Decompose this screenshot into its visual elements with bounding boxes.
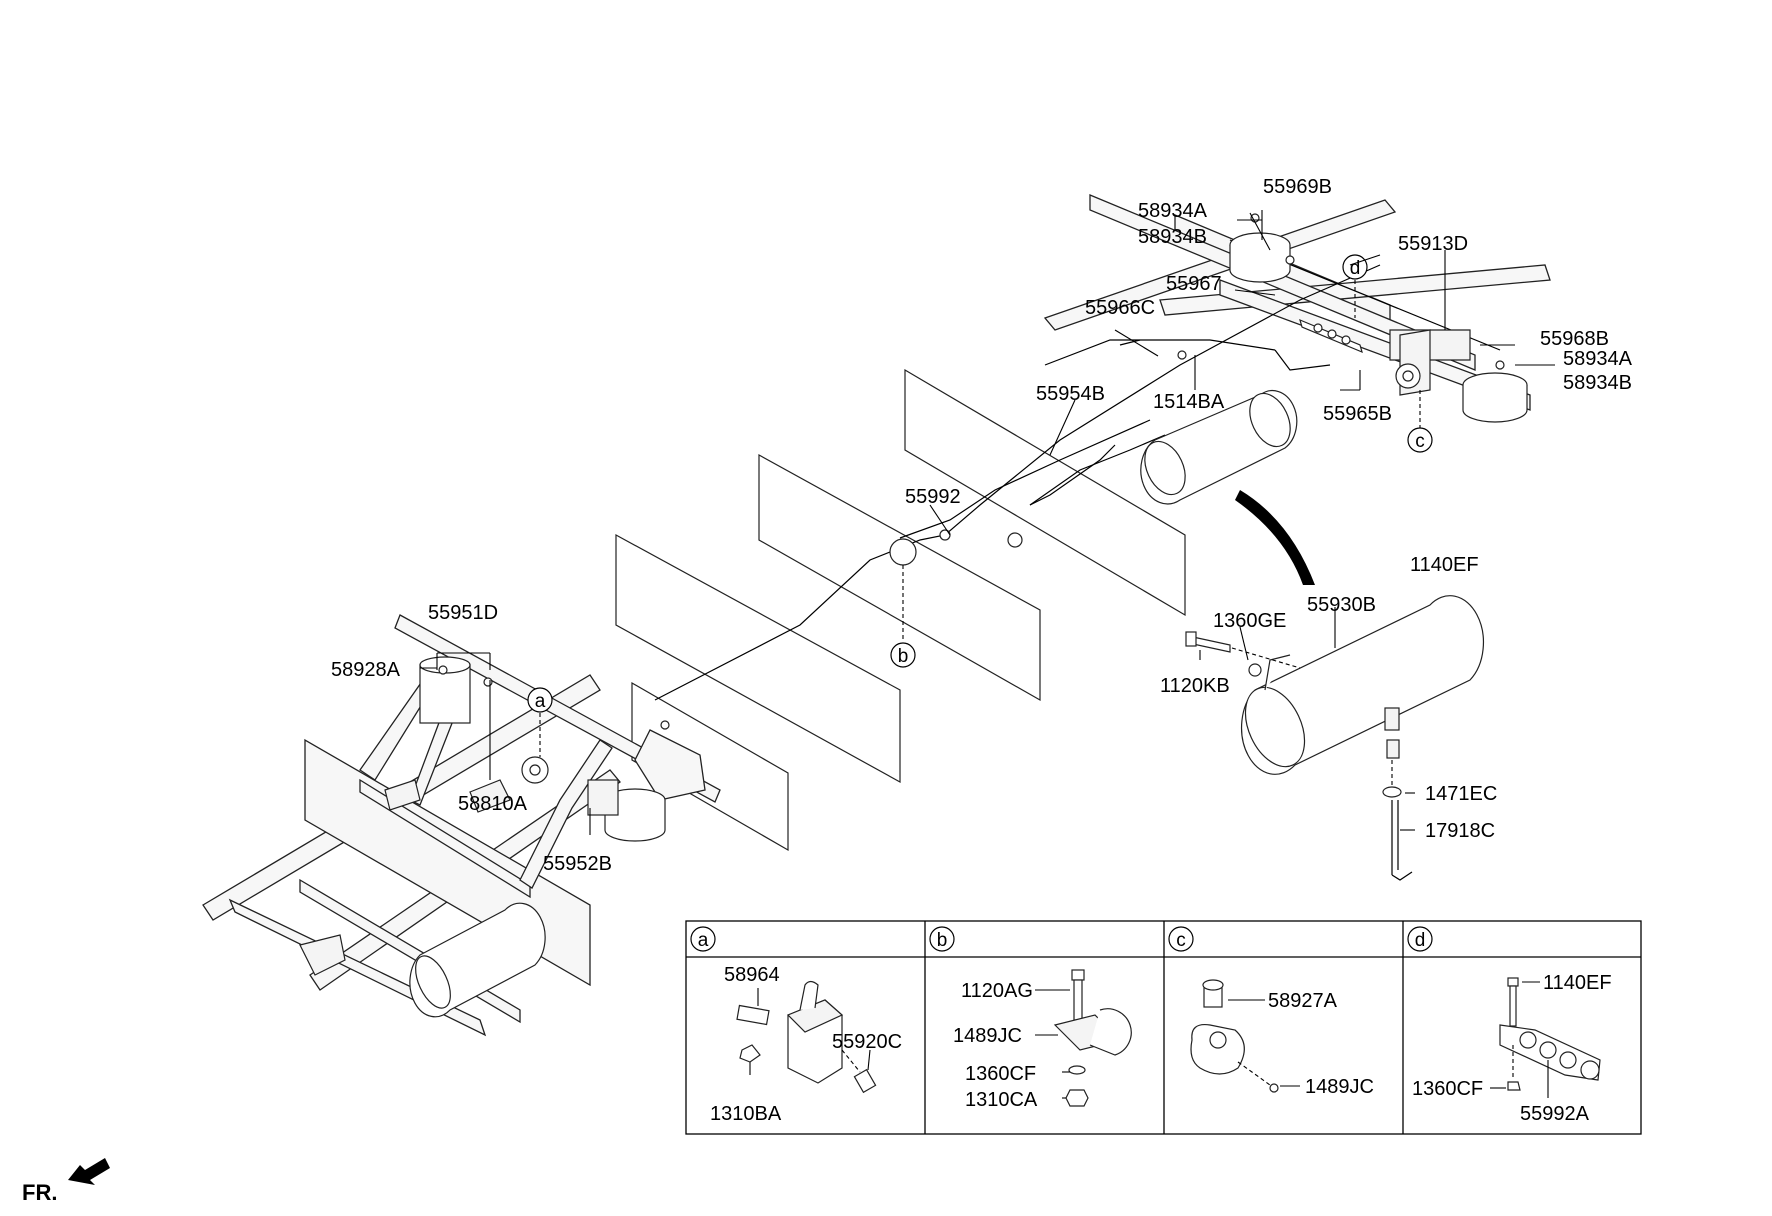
detail-table: a 58964 55920C 1310BA b bbox=[685, 920, 1642, 1135]
callout-b bbox=[890, 642, 916, 668]
label-1310CA: 1310CA bbox=[965, 1089, 1038, 1111]
quick-release-valve bbox=[521, 756, 549, 784]
heat-shield-panels bbox=[615, 368, 1186, 852]
label-1471EC: 1471EC bbox=[1425, 783, 1497, 805]
label-55951D: 55951D bbox=[428, 602, 498, 624]
label-1360GE: 1360GE bbox=[1213, 610, 1286, 632]
label-58934B-right: 58934B bbox=[1563, 372, 1632, 394]
svg-text:c: c bbox=[1176, 930, 1186, 951]
leveling-valve bbox=[1395, 363, 1421, 389]
front-air-spring bbox=[587, 779, 666, 842]
label-55930B: 55930B bbox=[1307, 594, 1376, 616]
label-58934A-right: 58934A bbox=[1563, 348, 1633, 370]
front-frame-assembly bbox=[202, 614, 721, 1037]
svg-text:b: b bbox=[898, 646, 909, 667]
svg-text:b: b bbox=[937, 930, 948, 951]
detail-panel-c: c 58927A 1489JC bbox=[1168, 926, 1374, 1098]
label-1489JC: 1489JC bbox=[953, 1025, 1022, 1047]
svg-text:c: c bbox=[1415, 431, 1425, 452]
front-indicator: FR. bbox=[22, 1158, 110, 1205]
air-lines bbox=[654, 264, 1381, 701]
manifold-block-frame bbox=[1299, 318, 1363, 354]
air-spring-left bbox=[1229, 232, 1291, 283]
detail-panel-b: b 1120AG 1489JC 1360CF 1310CA bbox=[929, 926, 1132, 1111]
washer-icon bbox=[1248, 663, 1262, 677]
label-17918C: 17918C bbox=[1425, 820, 1495, 842]
label-55920C: 55920C bbox=[832, 1031, 902, 1053]
rear-frame-assembly bbox=[1043, 194, 1551, 423]
part-labels: 55969B 58934A 58934B 55913D 55967 55966C… bbox=[331, 176, 1633, 875]
callout-c bbox=[1407, 427, 1433, 453]
air-spring-right bbox=[1462, 372, 1528, 423]
drain-cock bbox=[1382, 786, 1413, 881]
air-tank-exploded bbox=[1185, 595, 1485, 881]
label-1140EF: 1140EF bbox=[1410, 554, 1479, 576]
detail-panel-a: a 58964 55920C 1310BA bbox=[690, 926, 902, 1125]
label-1120KB: 1120KB bbox=[1160, 675, 1230, 697]
callout-a bbox=[527, 687, 553, 713]
callouts-main: a b c d bbox=[527, 254, 1433, 757]
label-58810A: 58810A bbox=[458, 793, 528, 815]
label-55969B: 55969B bbox=[1263, 176, 1332, 198]
label-58928A: 58928A bbox=[331, 659, 401, 681]
label-58927A: 58927A bbox=[1268, 990, 1338, 1012]
label-55913D: 55913D bbox=[1398, 233, 1468, 255]
label-1489JC-c: 1489JC bbox=[1305, 1076, 1374, 1098]
label-55965B: 55965B bbox=[1323, 403, 1392, 425]
detail-panel-d: d 1140EF 1360CF 55992A bbox=[1407, 926, 1612, 1125]
label-55966C: 55966C bbox=[1085, 297, 1155, 319]
label-58964: 58964 bbox=[724, 964, 780, 986]
label-58934B-top: 58934B bbox=[1138, 226, 1207, 248]
front-label: FR. bbox=[22, 1180, 57, 1205]
label-58934A-top: 58934A bbox=[1138, 200, 1208, 222]
front-arrow-icon bbox=[68, 1158, 110, 1185]
label-1360CF: 1360CF bbox=[965, 1063, 1036, 1085]
label-55968B: 55968B bbox=[1540, 328, 1609, 350]
label-55954B: 55954B bbox=[1036, 383, 1105, 405]
leader-lines bbox=[420, 210, 1555, 835]
label-55992: 55992 bbox=[905, 486, 961, 508]
front-tank bbox=[409, 902, 546, 1018]
label-1360CF-d: 1360CF bbox=[1412, 1078, 1483, 1100]
svg-text:a: a bbox=[698, 930, 709, 951]
svg-text:a: a bbox=[535, 691, 546, 712]
svg-text:d: d bbox=[1350, 258, 1361, 279]
label-55992A: 55992A bbox=[1520, 1103, 1590, 1125]
mounting-bolt bbox=[1185, 631, 1231, 653]
label-55952B: 55952B bbox=[543, 853, 612, 875]
svg-text:d: d bbox=[1415, 930, 1426, 951]
label-1140EF-d: 1140EF bbox=[1543, 972, 1612, 994]
label-1120AG: 1120AG bbox=[961, 980, 1033, 1002]
air-tank-installed bbox=[939, 390, 1315, 585]
label-55967: 55967 bbox=[1166, 273, 1222, 295]
label-1514BA: 1514BA bbox=[1153, 391, 1225, 413]
label-1310BA: 1310BA bbox=[710, 1103, 782, 1125]
